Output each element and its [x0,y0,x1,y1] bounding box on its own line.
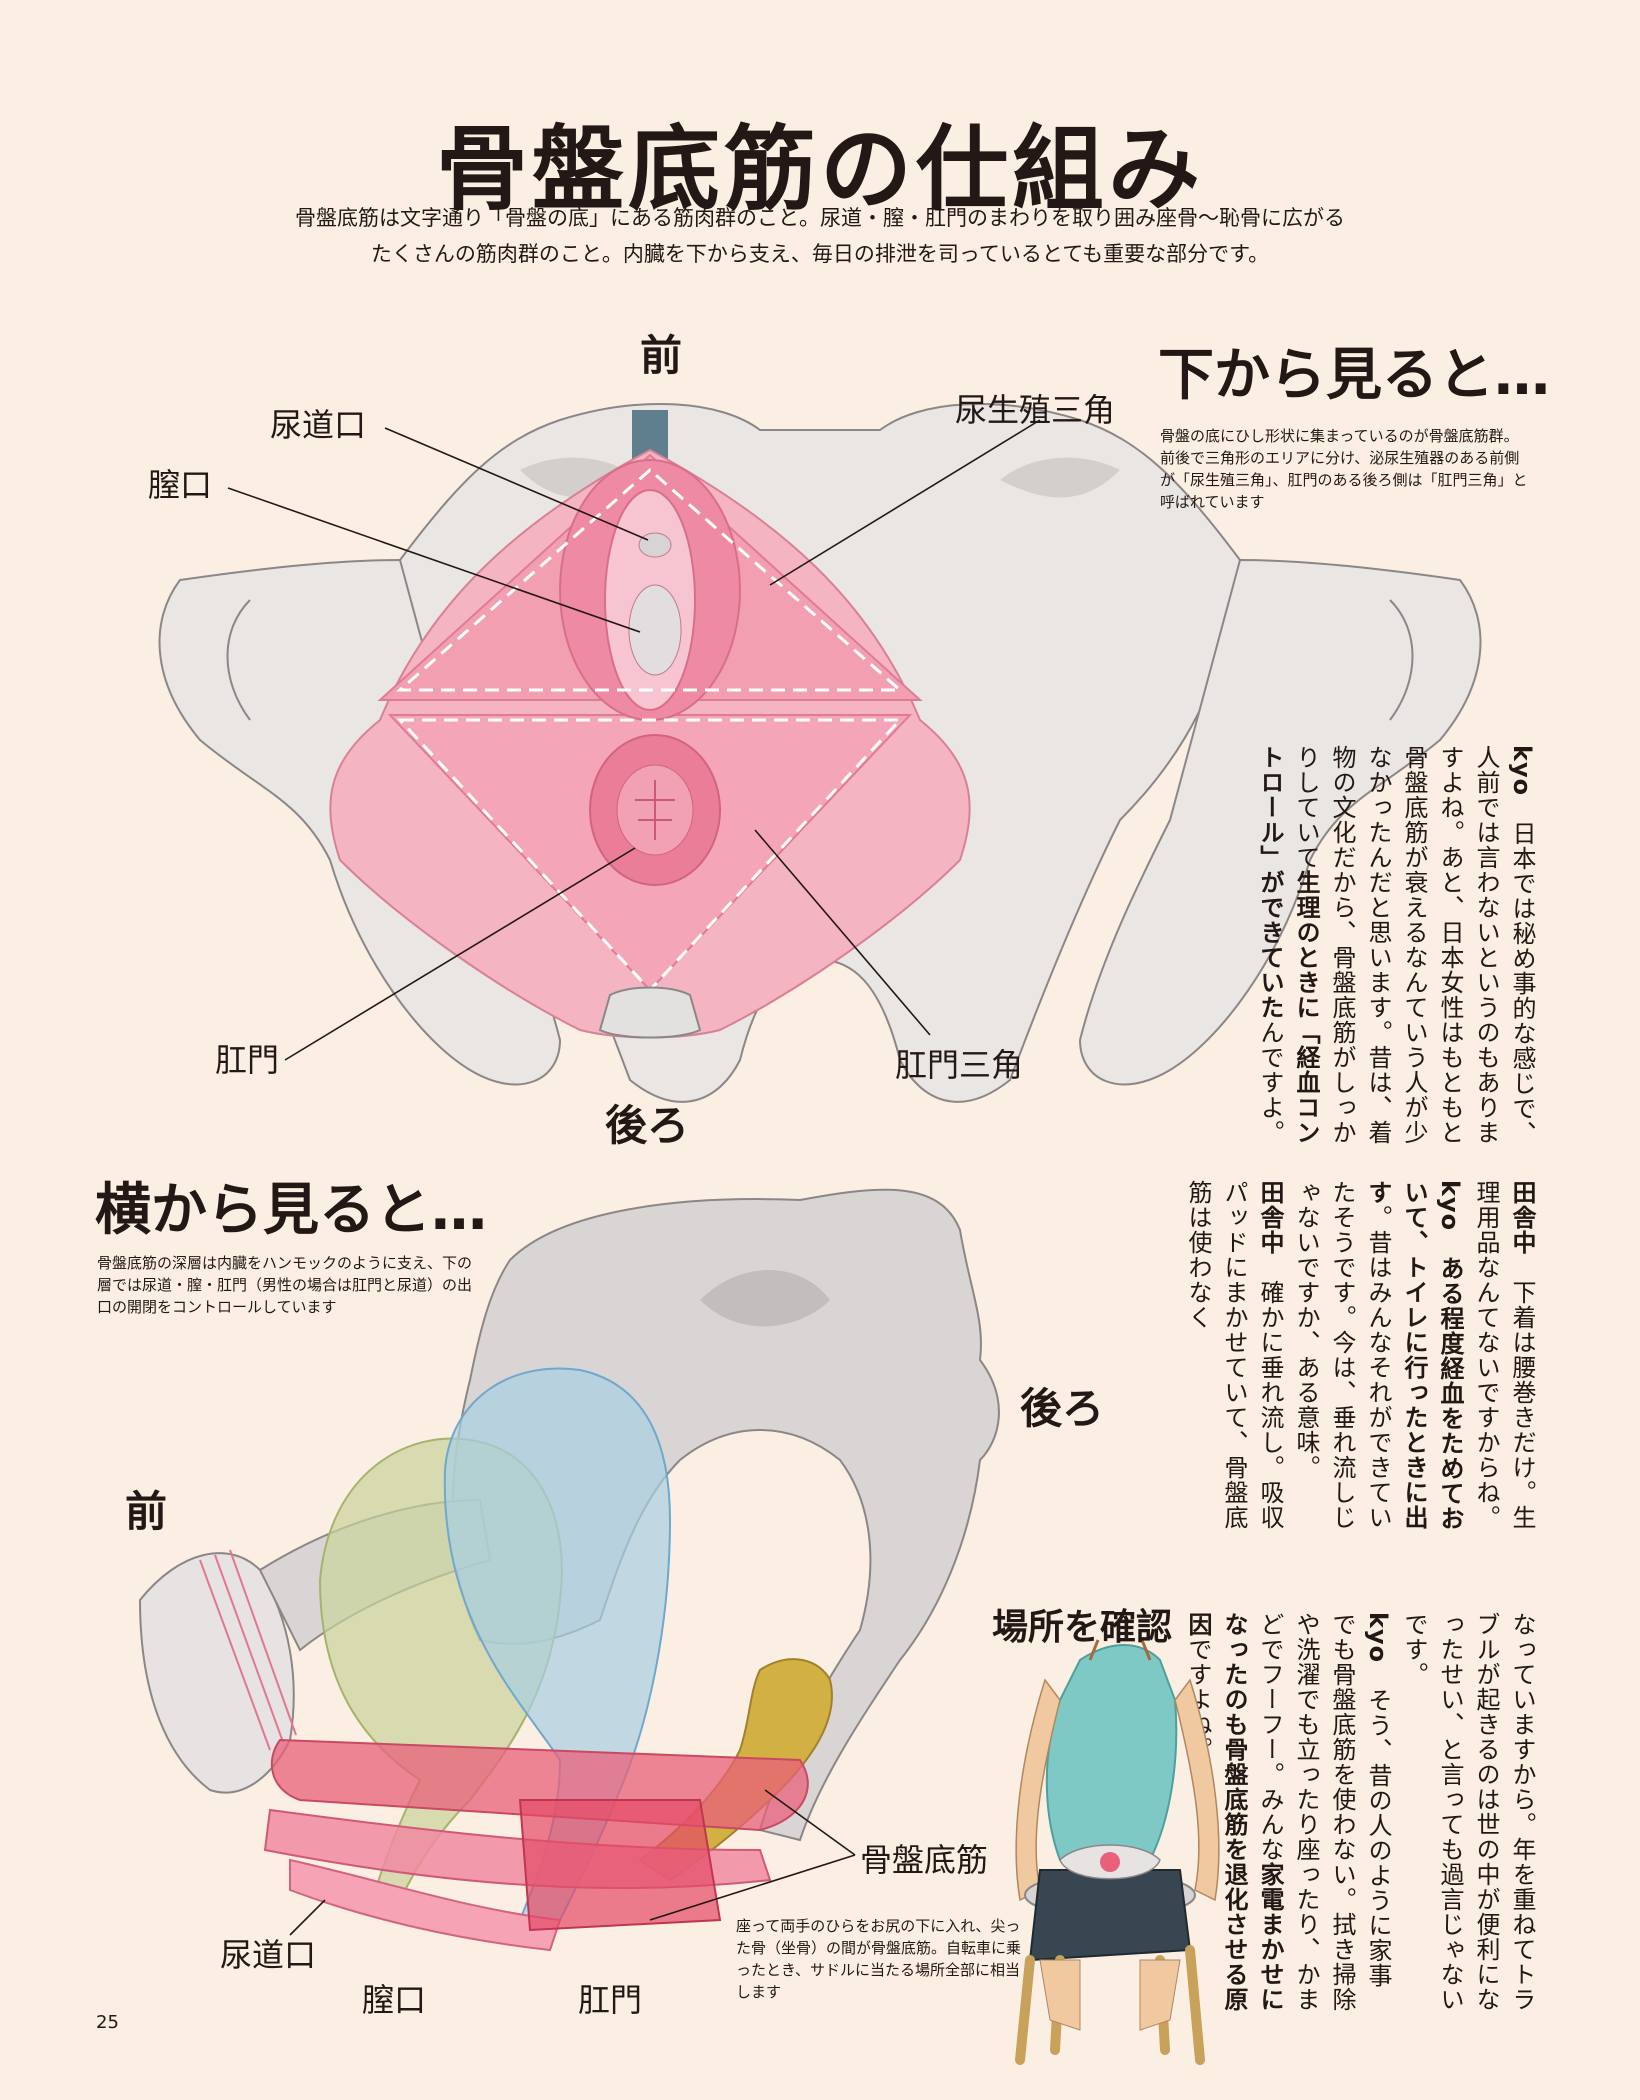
speaker-kyo: kyo [1508,745,1536,797]
label-anus-side: 肛門 [578,1981,643,2019]
intro-text: 骨盤底筋は文字通り「骨盤の底」にある筋肉群のこと。尿道・膣・肛門のまわりを取り囲… [200,200,1440,272]
location-figure [1015,1639,1220,2065]
bottom-front-label: 前 [640,331,683,380]
side-view-note: 骨盤底筋の深層は内臓をハンモックのように支え、下の層では尿道・膣・肛門（男性の場… [97,1254,473,1316]
speaker-kyo: kyo [1436,1180,1464,1232]
label-urogenital-triangle: 尿生殖三角 [955,391,1116,429]
label-urethra-bottom: 尿道口 [270,406,367,444]
location-heading: 場所を確認 [992,1607,1173,1648]
page-number: 25 [96,2012,119,2033]
bottom-back-label: 後ろ [605,1101,690,1150]
bottom-view-heading: 下から見ると… [1158,343,1550,408]
intro-line-1: 骨盤底筋は文字通り「骨盤の底」にある筋肉群のこと。尿道・膣・肛門のまわりを取り囲… [295,206,1345,230]
speaker-inakanaka: 田舎中 [1508,1180,1536,1255]
label-anal-triangle: 肛門三角 [895,1046,1024,1084]
intro-line-2: たくさんの筋肉群のこと。内臓を下から支え、毎日の排泄を司っているとても重要な部分… [370,242,1270,266]
location-caption: 座って両手のひらをお尻の下に入れ、尖った骨（坐骨）の間が骨盤底筋。自転車に乗った… [736,1917,1022,2001]
label-pelvic-floor: 骨盤底筋 [860,1841,989,1879]
page-title: 骨盤底筋の仕組み [435,116,1204,223]
side-view-heading: 横から見ると… [95,1178,487,1243]
dialogue-col-1: kyo 日本では秘め事的な感じで、人前では言わないというのもありますよね。あと、… [1256,745,1536,1147]
label-urethra-side: 尿道口 [220,1936,317,1974]
side-back-label: 後ろ [1020,1384,1105,1433]
dialogue-col-3: なっていますから。年を重ねてトラブルが起きるのは世の中が便利になったせい、と言っ… [1184,1612,1536,2012]
dialogue-col-2: 田舎中 下着は腰巻きだけ。生理用品なんてないですからね。 kyo ある程度経血を… [1184,1180,1536,1532]
speaker-inakanaka: 田舎中 [1256,1180,1284,1255]
label-anus-bottom: 肛門 [215,1041,280,1079]
pelvic-floor-muscles-bottom [329,448,971,1039]
label-vagina-side: 膣口 [362,1981,427,2019]
bottom-view-note: 骨盤の底にひし形状に集まっているのが骨盤底筋群。前後で三角形のエリアに分け、泌尿… [1160,427,1528,511]
speaker-kyo: kyo [1364,1612,1392,1664]
pelvic-floor-muscles-side [263,1738,809,1952]
side-front-label: 前 [125,1487,168,1536]
label-vagina-bottom: 膣口 [148,466,213,504]
